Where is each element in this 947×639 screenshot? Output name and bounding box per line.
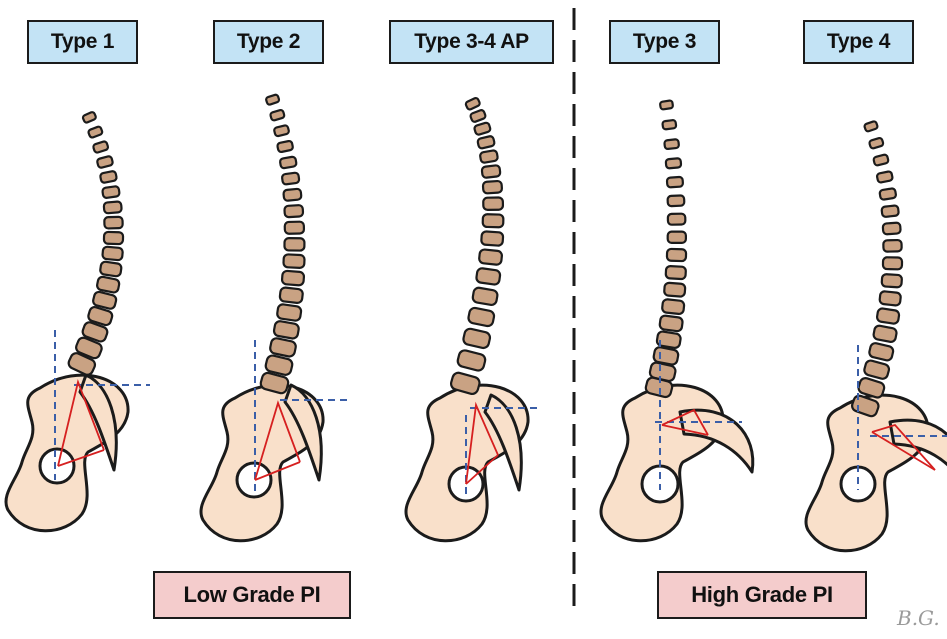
type-3-4-ap-vertebra — [470, 109, 487, 122]
high-grade-pi-label: High Grade PI — [657, 571, 867, 619]
type-2-vertebra — [283, 189, 301, 201]
type-4-vertebra — [869, 137, 884, 149]
type-1-vertebra — [104, 232, 123, 244]
type-3-4-ap-vertebra — [477, 136, 495, 149]
type-2-vertebra — [274, 125, 290, 137]
type-2-vertebra — [269, 337, 297, 357]
type-4-vertebra — [883, 257, 902, 269]
artist-signature: B.G. — [897, 606, 947, 636]
type-4-vertebra — [864, 121, 878, 132]
type-2-vertebra — [265, 94, 279, 105]
type-3-4-ap-vertebra — [456, 349, 486, 372]
type-4-vertebra — [879, 188, 896, 200]
type-3-vertebra — [668, 214, 686, 225]
type-4-vertebra — [863, 359, 890, 380]
type-1-vertebra — [102, 246, 123, 260]
type-3-vertebra — [660, 100, 673, 109]
type-3-vertebra — [667, 249, 686, 261]
type-1-femoral-head — [40, 449, 74, 483]
type-4-vertebra — [882, 274, 903, 288]
type-3-vertebra — [667, 195, 684, 206]
type-3-vertebra — [666, 266, 686, 279]
type-3-vertebra — [667, 177, 683, 188]
type-1-vertebra — [100, 261, 122, 277]
type-3-4-ap-vertebra — [480, 150, 499, 163]
type-3-vertebra — [662, 299, 685, 314]
type-3-illustration — [601, 100, 753, 541]
type-2-vertebra — [282, 172, 300, 184]
type-3-vertebra — [666, 158, 682, 168]
type-3-4-ap-vertebra — [482, 165, 501, 178]
type-3-4-ap-vertebra — [462, 328, 491, 349]
type-3-4-ap-vertebra — [468, 307, 495, 327]
type-1-vertebra — [93, 141, 109, 154]
type-4-vertebra — [881, 205, 899, 217]
type-2-vertebra — [273, 320, 299, 339]
type-3-vertebra — [662, 120, 676, 130]
type-1-vertebra — [96, 276, 120, 293]
type-1-vertebra — [82, 111, 96, 123]
type-2-femoral-head — [237, 463, 271, 497]
type-4-vertebra — [873, 154, 889, 166]
low-grade-pi-label: Low Grade PI — [153, 571, 351, 619]
type-4-vertebra — [873, 325, 897, 343]
type-3-4-ap-vertebra — [479, 249, 503, 265]
type-3-4-ap-vertebra — [483, 197, 503, 210]
type-3-vertebra — [664, 139, 679, 149]
type-1-vertebra — [102, 186, 120, 198]
type-2-vertebra — [282, 271, 305, 286]
type-2-vertebra — [279, 287, 303, 303]
type-3-pelvis — [601, 385, 723, 541]
type-2-illustration — [201, 94, 352, 541]
type-3-4-ap-vertebra — [483, 181, 502, 194]
type-3-vertebra — [664, 283, 686, 297]
type-2-vertebra — [284, 205, 303, 217]
type-3-vertebra — [668, 232, 686, 243]
type-4-vertebra — [877, 171, 893, 183]
type-1-illustration — [6, 111, 150, 530]
type-3-vertebra — [659, 315, 683, 332]
type-4-vertebra — [883, 240, 901, 252]
type-4-vertebra — [879, 291, 901, 306]
type-2-vertebra — [270, 109, 285, 121]
type-1-vertebra — [104, 201, 122, 213]
type-3-4-ap-vertebra — [481, 231, 503, 246]
type-3-4-ap-vertebra — [465, 97, 481, 110]
type-4-vertebra — [876, 308, 899, 324]
type-1-vertebra — [100, 171, 117, 184]
type-4-illustration — [806, 121, 947, 551]
type-3-4-ap-vertebra — [472, 287, 498, 306]
type-1-vertebra — [88, 126, 103, 138]
type-2-vertebra — [280, 156, 297, 168]
type-2-vertebra — [284, 238, 304, 251]
type-3-4-ap-vertebra — [476, 268, 501, 285]
type-4-vertebra — [868, 342, 894, 361]
type-2-vertebra — [285, 222, 304, 234]
type-3-4-ap-vertebra — [474, 122, 491, 135]
type-3-4-ap-vertebra — [483, 214, 504, 227]
type-1-vertebra — [104, 217, 122, 229]
type-2-vertebra — [277, 140, 293, 152]
type-2-vertebra — [283, 254, 304, 268]
type-4-vertebra — [883, 223, 901, 235]
type-3-4-ap-illustration — [406, 97, 540, 541]
type-1-vertebra — [97, 156, 114, 169]
type-2-vertebra — [277, 304, 302, 322]
